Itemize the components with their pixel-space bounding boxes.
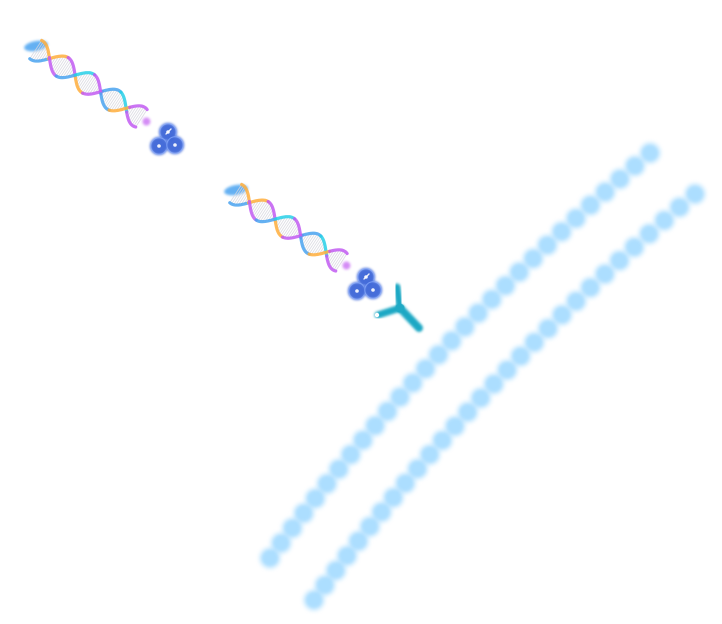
membrane-bead [467,302,489,324]
membrane-bead [325,559,347,581]
membrane-bead [281,517,303,539]
membrane-bead [623,236,645,258]
membrane-bead [316,473,338,495]
membrane-bead [565,207,587,229]
membrane-bead [406,458,428,480]
membrane-bead [340,444,362,466]
membrane-bead [427,344,449,366]
membrane-bead [608,250,630,272]
membrane-bead [441,330,463,352]
membrane-bead [457,401,479,423]
membrane-bead [444,415,466,437]
membrane-bead [579,194,601,216]
membrane-bead [394,472,416,494]
membrane-bead [270,532,292,554]
membrane-bead [376,400,398,422]
ligand-cluster-icon [150,123,184,155]
membrane-bead [653,209,675,231]
membrane-bead [684,183,706,205]
y-receptor-icon [374,283,423,332]
membrane [259,142,706,611]
membrane-bead [496,359,518,381]
membrane-bead [314,574,336,596]
membrane-inner-leaflet [303,183,706,611]
membrane-bead [537,318,559,340]
membrane-bead [402,372,424,394]
membrane-bead [639,142,661,164]
membrane-bead [510,345,532,367]
ligand-cluster-icon [348,268,382,300]
membrane-bead [328,458,350,480]
membrane-bead [536,234,558,256]
dna-helix-icon [24,38,151,129]
membrane-bead [454,316,476,338]
membrane-bead [347,530,369,552]
membrane-bead [624,155,646,177]
membrane-bead [336,545,358,567]
membrane-bead [551,304,573,326]
membrane-bead [431,429,453,451]
membrane-bead [352,429,374,451]
membrane-bead [303,589,325,611]
dna-helix-icon [224,182,351,273]
membrane-bead [594,263,616,285]
membrane-bead [508,261,530,283]
membrane-bead [522,248,544,270]
membrane-bead [579,277,601,299]
ligand-sphere [364,281,382,299]
membrane-bead [371,501,393,523]
membrane-bead [389,386,411,408]
membrane-outer-leaflet [259,142,661,569]
membrane-bead [483,373,505,395]
membrane-bead [470,387,492,409]
membrane-bead [594,181,616,203]
membrane-bead [359,516,381,538]
membrane-bead [565,290,587,312]
ligand-sphere [150,137,168,155]
membrane-bead [364,415,386,437]
membrane-bead [304,487,326,509]
membrane-bead [293,502,315,524]
membrane-bead [669,196,691,218]
membrane-bead [609,168,631,190]
membrane-bead [638,223,660,245]
membrane-bead [551,221,573,243]
membrane-bead [259,547,281,569]
ligand-sphere [348,282,366,300]
membrane-bead [494,275,516,297]
membrane-bead [382,487,404,509]
ligand-sphere [166,136,184,154]
membrane-bead [419,444,441,466]
membrane-bead [415,358,437,380]
membrane-bead [523,331,545,353]
membrane-bead [481,288,503,310]
